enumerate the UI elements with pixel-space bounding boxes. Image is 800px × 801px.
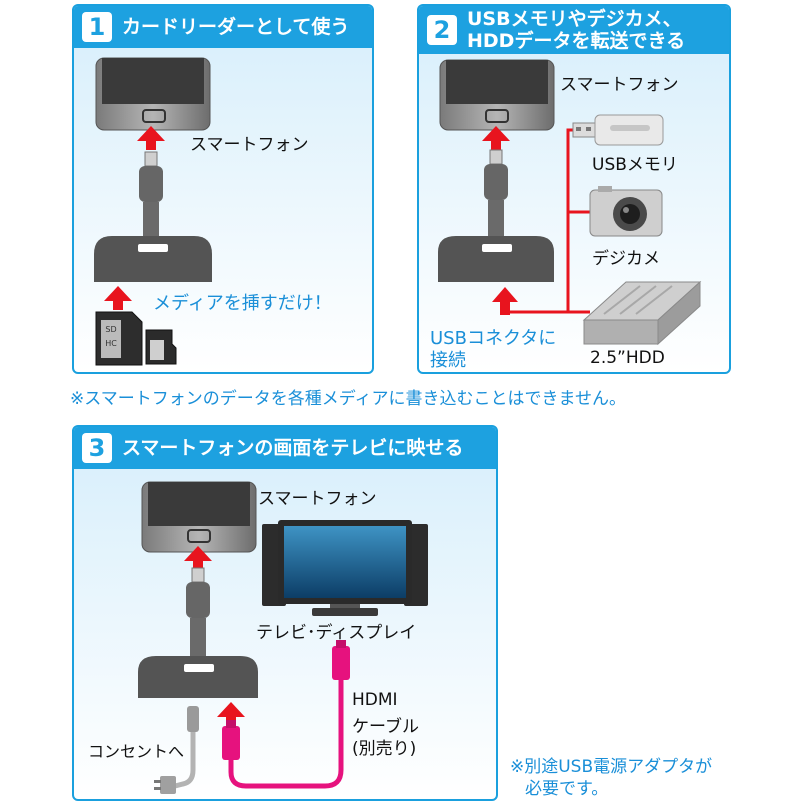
connector-lines [504, 128, 590, 314]
hdmi-label-line1: HDMI [352, 690, 398, 710]
outlet-label: コンセントへ [88, 742, 185, 761]
panel2-upload-arrow-icon [482, 126, 510, 150]
power-adapter-note-line1: ※別途USB電源アダプタが [510, 757, 713, 777]
microsd-card-icon [145, 329, 177, 365]
tv-display-icon [262, 520, 428, 616]
svg-text:HC: HC [105, 339, 117, 348]
sdhc-card-icon: SD HC [95, 311, 143, 366]
connector-label-line1: USBコネクタに [430, 328, 557, 349]
svg-text:SD: SD [105, 325, 116, 334]
connector-label-line2: 接続 [430, 350, 466, 371]
panel-2-title-line2: HDDデータを転送できる [467, 30, 686, 52]
panel-1-number: 1 [82, 12, 112, 42]
power-adapter-note-line2: 必要です。 [525, 779, 609, 799]
tv-label: テレビ･ディスプレイ [256, 623, 417, 643]
camera-label: デジカメ [592, 249, 660, 269]
panel1-card-reader [94, 236, 212, 282]
panel2-phone-label: スマートフォン [560, 75, 679, 95]
hdd-label: 2.5”HDD [590, 348, 665, 368]
panel1-phone [95, 57, 211, 131]
panel3-upload-arrow-icon [184, 546, 212, 570]
panel1-insert-arrow-icon [104, 286, 132, 310]
hdmi-label-line3: (別売り) [352, 739, 417, 759]
panel-2-title-line1: USBメモリやデジカメ、 [467, 8, 682, 30]
hdd-icon [582, 280, 702, 346]
panel3-cable [186, 567, 210, 656]
panel3-phone [141, 481, 257, 553]
hdmi-label-line2: ケーブル [352, 717, 419, 737]
digital-camera-icon [589, 186, 663, 237]
panel2-phone [439, 59, 555, 131]
panel3-phone-label: スマートフォン [258, 489, 377, 509]
usb-memory-label: USBメモリ [592, 155, 678, 175]
panel1-upload-arrow-icon [137, 126, 165, 150]
panel-1-title: カードリーダーとして使う [122, 16, 350, 38]
hdmi-cable-icon [222, 640, 350, 789]
panel-3-title: スマートフォンの画面をテレビに映せる [122, 437, 464, 459]
power-cable-icon [154, 706, 199, 794]
connector-arrow-icon [492, 287, 518, 315]
usb-memory-icon [572, 114, 664, 146]
panel1-cable [139, 151, 163, 242]
panel1-insert-text: メディアを挿すだけ！ [153, 293, 332, 314]
panel-2-number: 2 [427, 15, 457, 45]
panel2-cable [484, 149, 508, 238]
panel3-card-reader [138, 656, 258, 698]
panel-3-header: 3 スマートフォンの画面をテレビに映せる [74, 427, 496, 469]
panel-1-header: 1 カードリーダーとして使う [74, 6, 372, 48]
panel1-phone-label: スマートフォン [190, 135, 309, 155]
panel2-card-reader [438, 236, 554, 282]
panel-3-number: 3 [82, 433, 112, 463]
warning-note: ※スマートフォンのデータを各種メディアに書き込むことはできません。 [70, 389, 627, 409]
panel-2-header: 2 USBメモリやデジカメ、 HDDデータを転送できる [419, 6, 729, 54]
